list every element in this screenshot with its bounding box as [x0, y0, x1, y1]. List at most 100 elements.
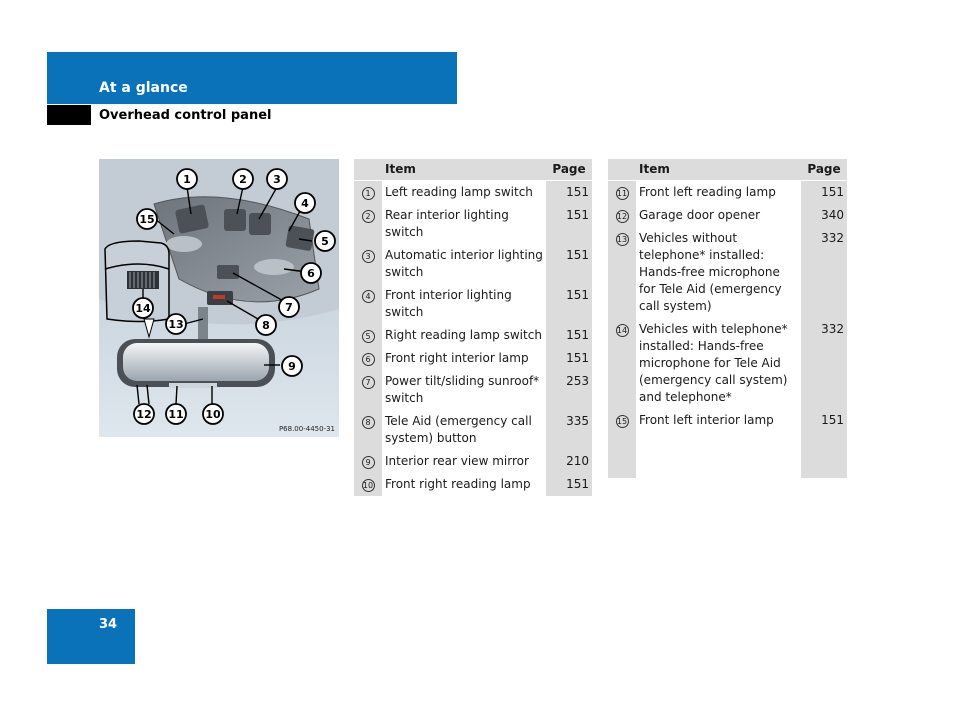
item-name: Rear interior lighting switch — [382, 204, 546, 244]
item-page: 151 — [801, 409, 847, 432]
table-filler-row — [608, 432, 847, 478]
item-name: Right reading lamp switch — [382, 324, 546, 347]
callout-4: 4 — [294, 192, 316, 214]
item-name: Front left interior lamp — [636, 409, 801, 432]
item-name: Front left reading lamp — [636, 180, 801, 204]
item-name: Interior rear view mirror — [382, 450, 546, 473]
item-number: 15 — [615, 415, 629, 428]
svg-text:10: 10 — [205, 408, 221, 421]
callout-12: 12 — [133, 403, 155, 425]
item-page: 151 — [546, 347, 592, 370]
item-number: 10 — [361, 479, 375, 492]
table-header: Item Page — [608, 159, 847, 181]
callout-3: 3 — [266, 168, 288, 190]
svg-text:13: 13 — [168, 318, 183, 331]
item-name: Front interior lighting switch — [382, 284, 546, 324]
svg-text:11: 11 — [168, 408, 183, 421]
callout-2: 2 — [232, 168, 254, 190]
callout-14: 14 — [132, 297, 154, 319]
column-header-page: Page — [801, 159, 847, 181]
item-page: 332 — [801, 227, 847, 318]
figure-code: P68.00-4450-31 — [278, 425, 335, 433]
callout-15: 15 — [136, 208, 158, 230]
table-row: 13 Vehicles without telephone* installed:… — [608, 227, 847, 318]
page-number: 34 — [99, 617, 118, 632]
item-number: 5 — [361, 330, 375, 343]
callout-1: 1 — [176, 168, 198, 190]
callout-7: 7 — [278, 296, 300, 318]
item-page: 151 — [546, 180, 592, 204]
item-name: Vehicles with telephone* installed: Hand… — [636, 318, 801, 409]
item-number: 9 — [361, 456, 375, 469]
svg-text:5: 5 — [321, 235, 329, 248]
svg-text:15: 15 — [139, 213, 154, 226]
item-number: 6 — [361, 353, 375, 366]
item-name: Left reading lamp switch — [382, 180, 546, 204]
item-page: 151 — [546, 204, 592, 244]
item-number: 13 — [615, 233, 629, 246]
item-number: 2 — [361, 210, 375, 223]
svg-text:6: 6 — [307, 267, 315, 280]
svg-text:3: 3 — [273, 173, 281, 186]
item-number: 12 — [615, 210, 629, 223]
svg-text:9: 9 — [288, 360, 296, 373]
item-page: 340 — [801, 204, 847, 227]
section-title: At a glance — [99, 80, 188, 96]
item-page: 335 — [546, 410, 592, 450]
item-name: Front right reading lamp — [382, 473, 546, 496]
item-name: Front right interior lamp — [382, 347, 546, 370]
table-row: 8 Tele Aid (emergency call system) button… — [354, 410, 592, 450]
svg-text:14: 14 — [135, 302, 151, 315]
svg-text:7: 7 — [285, 301, 293, 314]
callout-6: 6 — [300, 262, 322, 284]
column-header-item: Item — [636, 159, 801, 181]
svg-text:12: 12 — [136, 408, 151, 421]
item-page: 151 — [546, 244, 592, 284]
item-number: 11 — [615, 187, 629, 200]
column-header-item: Item — [382, 159, 546, 181]
column-header-page: Page — [546, 159, 592, 181]
callout-13: 13 — [165, 313, 187, 335]
item-number: 14 — [615, 324, 629, 337]
item-name: Vehicles without telephone* installed: H… — [636, 227, 801, 318]
item-page: 253 — [546, 370, 592, 410]
callout-8: 8 — [255, 314, 277, 336]
overhead-panel-drawing: 1 2 3 4 5 6 7 8 9 10 11 12 13 14 15 — [99, 159, 339, 437]
item-name: Power tilt/sliding sunroof* switch — [382, 370, 546, 410]
svg-text:1: 1 — [183, 173, 191, 186]
section-marker — [47, 105, 91, 125]
item-page: 210 — [546, 450, 592, 473]
item-name: Garage door opener — [636, 204, 801, 227]
table-row: 14 Vehicles with telephone* installed: Ha… — [608, 318, 847, 409]
page-number-box: 34 — [47, 609, 135, 664]
item-page: 332 — [801, 318, 847, 409]
item-number: 7 — [361, 376, 375, 389]
item-name: Automatic interior lighting switch — [382, 244, 546, 284]
item-number: 8 — [361, 416, 375, 429]
svg-text:8: 8 — [262, 319, 270, 332]
item-page: 151 — [546, 473, 592, 496]
item-number: 3 — [361, 250, 375, 263]
item-page: 151 — [801, 180, 847, 204]
item-page: 151 — [546, 324, 592, 347]
overhead-panel-illustration: 1 2 3 4 5 6 7 8 9 10 11 12 13 14 15 P68.… — [99, 159, 339, 437]
item-number: 4 — [361, 290, 375, 303]
item-number: 1 — [361, 187, 375, 200]
svg-text:4: 4 — [301, 197, 309, 210]
section-header-bar: At a glance — [47, 52, 457, 104]
item-name: Tele Aid (emergency call system) button — [382, 410, 546, 450]
callout-10: 10 — [202, 403, 224, 425]
